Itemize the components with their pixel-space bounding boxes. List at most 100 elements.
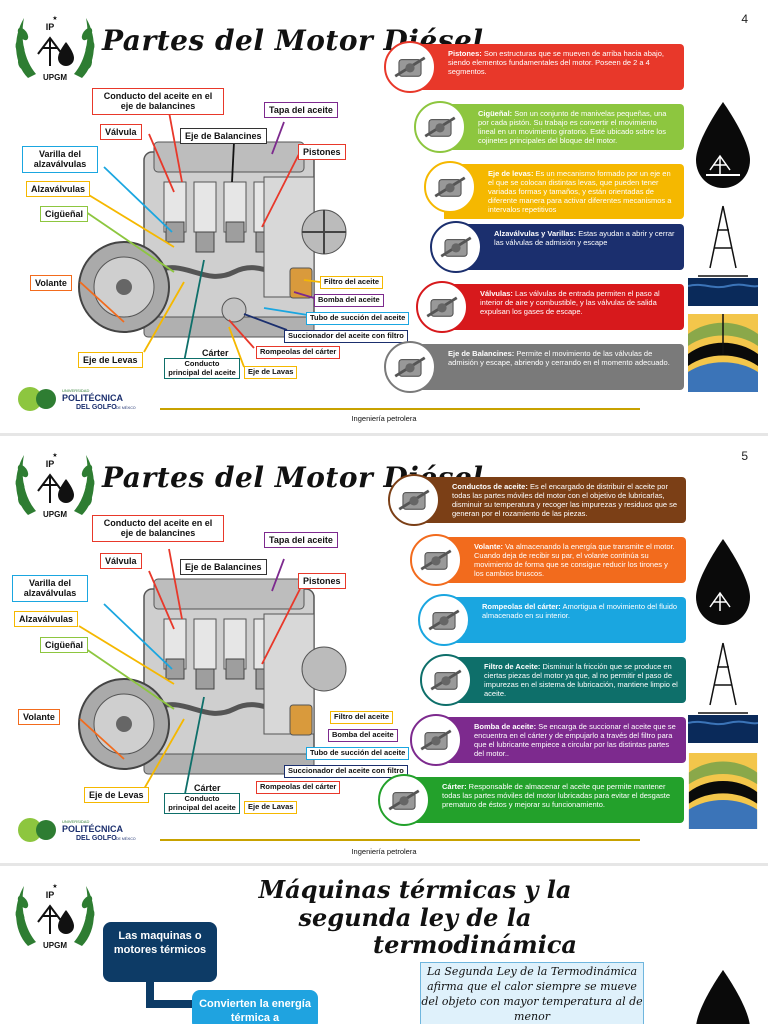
description-term: Bomba de aceite:: [474, 722, 537, 731]
label-conducto-principal: Conducto principal del aceite: [164, 793, 240, 815]
label-carter: Cárter: [202, 348, 229, 358]
oil-duct-icon: [388, 474, 440, 526]
label-conducto: Conducto del aceite en el eje de balanci…: [92, 515, 224, 542]
svg-text:UPGM: UPGM: [43, 510, 67, 519]
slide-title: Máquinas térmicas y la segunda ley de la…: [200, 876, 630, 959]
oil-rig-graphic: [688, 198, 758, 306]
logo-bottom-text: UPGM: [43, 73, 67, 82]
label-pistones: Pistones: [298, 573, 346, 590]
reservoir-graphic: [688, 753, 758, 829]
footer-divider: [160, 408, 640, 410]
upgm-logo: ★ IP UPGM: [15, 452, 95, 519]
description-text: Responsable de almacenar el aceite que p…: [442, 782, 671, 809]
oil-pan-icon: [378, 774, 430, 826]
label-eje-balancines: Eje de Balancines: [180, 128, 267, 145]
label-eje-balancines: Eje de Balancines: [180, 559, 267, 576]
description-text: Son estructuras que se mueven de arriba …: [448, 49, 664, 76]
svg-text:POLITÉCNICA: POLITÉCNICA: [62, 393, 124, 403]
page-number: 4: [741, 12, 748, 26]
label-carter: Cárter: [194, 783, 221, 793]
description-row: Cárter: Responsable de almacenar el acei…: [378, 773, 684, 827]
svg-text:★: ★: [52, 452, 57, 459]
description-term: Alzaválvulas y Varillas:: [494, 229, 577, 238]
label-varilla: Varilla del alzaválvulas: [22, 146, 98, 173]
svg-text:IP: IP: [46, 890, 55, 900]
description-banner: Válvulas: Las válvulas de entrada permit…: [436, 284, 684, 330]
description-term: Volante:: [474, 542, 504, 551]
oil-rig-graphic: [688, 642, 758, 743]
oil-filter-icon: [420, 654, 472, 706]
flow-box-engines: Las maquinas o motores térmicos: [103, 922, 217, 982]
label-rompeolas: Rompeolas del cárter: [256, 781, 341, 794]
description-row: Eje de levas: Es un mecanismo formado po…: [424, 160, 684, 219]
description-term: Eje de levas:: [488, 169, 534, 178]
label-tapa: Tapa del aceite: [264, 532, 338, 549]
svg-text:UNIVERSIDAD: UNIVERSIDAD: [62, 819, 89, 824]
description-text: Es un mecanismo formado por un eje en el…: [488, 169, 672, 214]
description-text: Disminuir la fricción que se produce en …: [484, 662, 678, 698]
label-tubo: Tubo de succión del aceite: [306, 312, 410, 325]
description-row: Cigüeñal: Son un conjunto de manivelas p…: [414, 100, 684, 154]
description-term: Cárter:: [442, 782, 467, 791]
description-term: Cigüeñal:: [478, 109, 513, 118]
label-ciguenal: Cigüeñal: [40, 637, 89, 654]
slide-6: ★ IP UPGM Máquinas térmicas y la segunda…: [0, 866, 768, 1024]
description-row: Conductos de aceite: Es el encargado de …: [388, 473, 686, 527]
svg-text:★: ★: [52, 15, 57, 22]
reservoir-graphic: [688, 314, 758, 392]
label-valvula: Válvula: [100, 553, 142, 570]
logo-top-text: IP: [46, 22, 55, 32]
svg-text:DEL GOLFO: DEL GOLFO: [76, 835, 117, 842]
label-pistones: Pistones: [298, 144, 346, 161]
label-filtro: Filtro del aceite: [320, 276, 384, 289]
description-term: Conductos de aceite:: [452, 482, 528, 491]
description-term: Eje de Balancines:: [448, 349, 515, 358]
label-bomba: Bomba del aceite: [314, 294, 384, 307]
label-succionador: Succionador del aceite con filtro: [284, 330, 408, 343]
footer-caption: Ingeniería petrolera: [351, 847, 417, 856]
description-text: Amortigua el movimiento del fluido almac…: [482, 602, 678, 620]
description-banner: Rompeolas del cárter: Amortigua el movim…: [438, 597, 686, 643]
slide-5: 5 ★ IP UPGM Partes del Motor Diésel: [0, 437, 768, 863]
crankshaft-icon: [414, 101, 466, 153]
page-number: 5: [741, 449, 748, 463]
label-varilla: Varilla del alzaválvulas: [12, 575, 88, 602]
svg-text:UPGM: UPGM: [43, 941, 67, 950]
piston-icon: [384, 41, 436, 93]
description-row: Filtro de Aceite: Disminuir la fricción …: [420, 653, 686, 707]
description-banner: Eje de Balancines: Permite el movimiento…: [404, 344, 684, 390]
label-eje-lavas: Eje de Lavas: [244, 366, 298, 379]
slide-separator: [0, 863, 768, 866]
label-conducto-principal: Conducto principal del aceite: [164, 358, 240, 380]
label-succionador: Succionador del aceite con filtro: [284, 765, 408, 778]
label-filtro: Filtro del aceite: [330, 711, 394, 724]
university-logo: UNIVERSIDAD POLITÉCNICA DEL GOLFO DE MÉX…: [18, 387, 136, 411]
label-eje-levas: Eje de Levas: [78, 352, 143, 369]
label-alzavalvulas: Alzaválvulas: [26, 181, 91, 198]
description-row: Pistones: Son estructuras que se mueven …: [384, 40, 684, 94]
description-banner: Alzaválvulas y Varillas: Estas ayudan a …: [450, 224, 684, 270]
description-term: Pistones:: [448, 49, 482, 58]
label-tapa: Tapa del aceite: [264, 102, 338, 119]
flywheel-icon: [410, 534, 462, 586]
label-volante: Volante: [18, 709, 60, 726]
label-rompeolas: Rompeolas del cárter: [256, 346, 341, 359]
footer-caption: Ingeniería petrolera: [351, 414, 417, 423]
description-term: Filtro de Aceite:: [484, 662, 541, 671]
svg-text:UNIVERSIDAD: UNIVERSIDAD: [62, 388, 89, 393]
flywheel: [78, 241, 170, 333]
svg-text:DEL GOLFO: DEL GOLFO: [76, 404, 117, 411]
description-banner: Cigüeñal: Son un conjunto de manivelas p…: [434, 104, 684, 150]
oil-drop-graphic: [696, 970, 750, 1024]
description-text: Estas ayudan a abrir y cerrar las válvul…: [494, 229, 675, 247]
label-conducto: Conducto del aceite en el eje de balanci…: [92, 88, 224, 115]
flow-box-convert: Convierten la energía térmica a: [192, 990, 318, 1024]
description-row: Volante: Va almacenando la energía que t…: [410, 533, 686, 587]
engine-diagram: [78, 111, 347, 368]
valve-icon: [416, 281, 468, 333]
description-text: Son un conjunto de manivelas pequeñas, u…: [478, 109, 667, 145]
description-banner: Cárter: Responsable de almacenar el acei…: [398, 777, 684, 823]
description-row: Válvulas: Las válvulas de entrada permit…: [416, 280, 684, 334]
title-line-2: termodinámica: [373, 930, 577, 960]
description-text: Permite el movimiento de las válvulas de…: [448, 349, 670, 367]
